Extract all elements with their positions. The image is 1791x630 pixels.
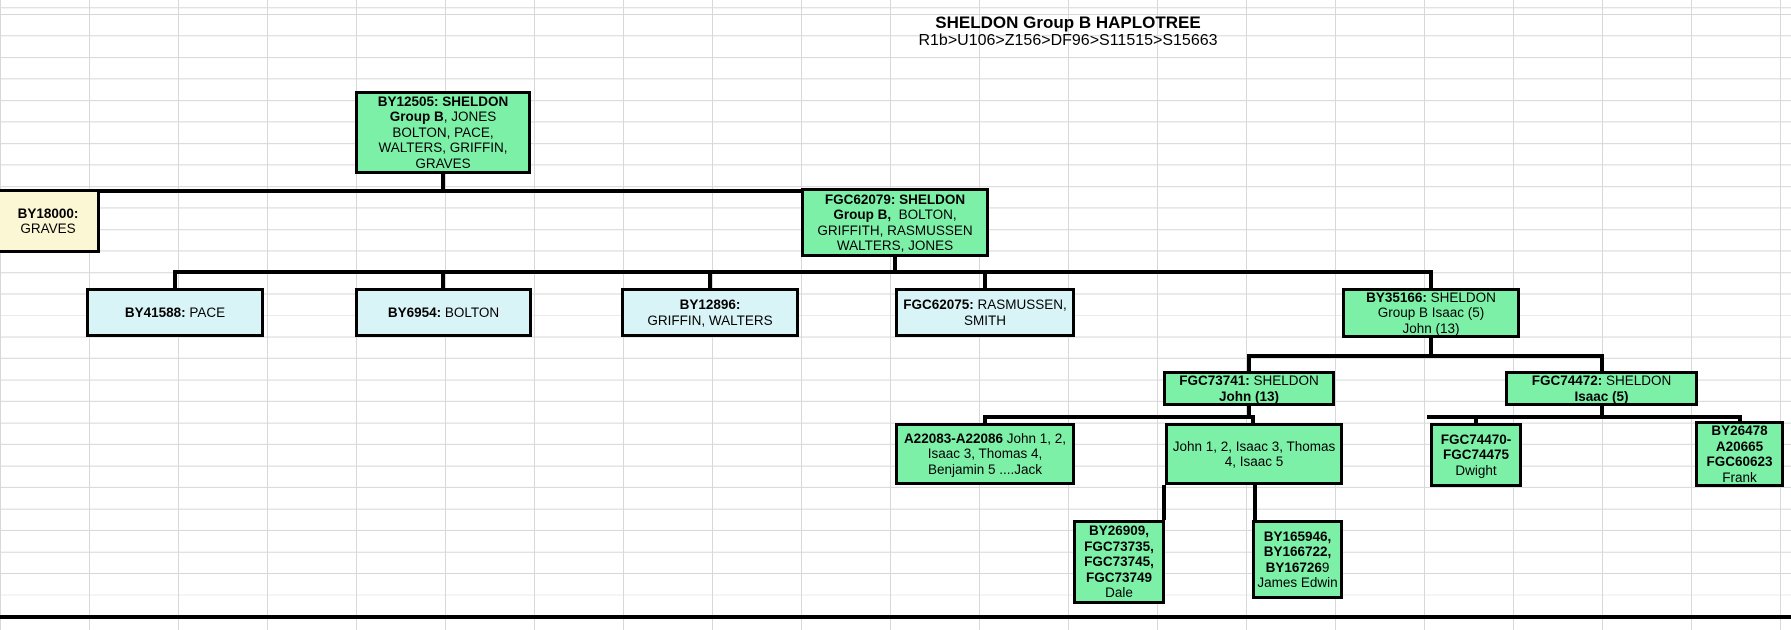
node-text-line: 4, Isaac 5 [1224,454,1284,469]
node-text-line: SMITH [964,312,1006,328]
haplotree-node-by6954[interactable]: BY6954: BOLTON [355,288,532,337]
node-text-line: FGC62079: SHELDON [824,191,966,207]
node-text-line: BY26909, [1088,523,1150,539]
node-text-line: Group B Isaac (5) [1377,305,1485,321]
node-text-line: John 1, 2, Isaac 3, Thomas [1172,438,1336,454]
title-block: SHELDON Group B HAPLOTREE R1b>U106>Z156>… [668,14,1468,50]
node-text-line: Isaac (5) [1574,388,1629,404]
connector-line [1429,338,1433,356]
node-text-line: Isaac 3, Thomas 4, [927,446,1043,462]
node-text-line: FGC74475 [1442,447,1510,463]
connector-line [441,174,445,189]
connector-line [893,257,897,272]
node-text-line: John (13) [1218,388,1279,404]
node-text-line: Dale [1105,585,1133,601]
node-text-line: BY166722, [1263,544,1332,559]
node-text-line: Benjamin 5 ....Jack [927,461,1043,477]
node-text-line: A22083-A22086 John 1, 2, [903,430,1067,446]
haplotree-node-by18000[interactable]: BY18000:GRAVES [0,189,100,253]
node-text-line: FGC73735, [1084,538,1154,554]
node-text-line: BY167269 [1265,559,1330,575]
connector-line [1600,354,1604,371]
connector-line [983,270,987,288]
haplotree-node-fgc62075[interactable]: FGC62075: RASMUSSEN,SMITH [895,288,1075,337]
page-title: SHELDON Group B HAPLOTREE [935,13,1201,32]
node-text-line: FGC73741: SHELDON [1179,373,1319,388]
node-text-line: WALTERS, JONES [836,238,954,253]
node-text-line: Group B, BOLTON, [833,207,957,222]
node-text-line: Group B, JONES [389,109,497,125]
node-text-line: BOLTON, PACE, [392,124,494,140]
node-text-line: FGC74472: SHELDON [1531,373,1672,388]
connector-line [708,270,712,288]
node-text-line: GRAVES [20,221,76,236]
node-text-line: FGC62075: RASMUSSEN, [903,297,1067,312]
node-text-line: Dwight [1455,462,1497,478]
node-text-line: BY35166: SHELDON [1366,289,1496,305]
node-text-line: GRIFFITH, RASMUSSEN [817,222,973,238]
node-text-line: FGC60623 [1706,454,1773,469]
node-text-line: BY26478 [1711,423,1768,438]
node-text-line: BY12896: [679,297,741,312]
connector-line [1162,485,1166,520]
node-text-line: John (13) [1402,320,1460,336]
node-text-line: BY165946, [1263,528,1332,544]
haplotree-node-by41588[interactable]: BY41588: PACE [86,288,264,337]
haplotree-node-a22083-a22086[interactable]: A22083-A22086 John 1, 2,Isaac 3, Thomas … [895,423,1075,485]
node-text-line: WALTERS, GRIFFIN, [378,140,508,156]
node-text-line: FGC74470- [1440,431,1512,447]
node-text-line: A20665 [1715,438,1764,454]
node-text-line: James Edwin [1257,575,1338,590]
connector-line [1474,415,1478,423]
connector-line [1427,415,1742,419]
node-text-line: BY12505: SHELDON [377,93,509,109]
connector-line [0,615,1791,619]
connector-line [1253,485,1257,520]
node-text-line: BY41588: PACE [124,304,226,320]
connector-line [1251,415,1255,423]
node-text-line: GRAVES [415,155,471,171]
node-text-line: BY18000: [17,205,79,221]
node-text-line: Frank [1722,469,1757,485]
connector-line [173,270,1433,274]
node-text-line: GRIFFIN, WALTERS [647,312,773,328]
connector-line [983,415,1255,419]
connector-line [1429,270,1433,288]
connector-line [1600,406,1604,417]
node-text-line: FGC73749 [1085,569,1153,585]
haplotree-node-by12896[interactable]: BY12896:GRIFFIN, WALTERS [621,288,799,337]
connector-line [173,270,177,288]
connector-line [1247,406,1251,417]
node-text-line: FGC73745, [1084,554,1154,570]
haplogroup-path-subtitle: R1b>U106>Z156>DF96>S11515>S15663 [918,32,1218,49]
node-text-line: BY6954: BOLTON [387,304,500,320]
connector-line [1247,354,1604,358]
connector-line [1247,354,1251,371]
connector-line [1738,415,1742,423]
connector-line [0,189,801,193]
connector-line [441,270,445,288]
connector-line [983,415,987,423]
